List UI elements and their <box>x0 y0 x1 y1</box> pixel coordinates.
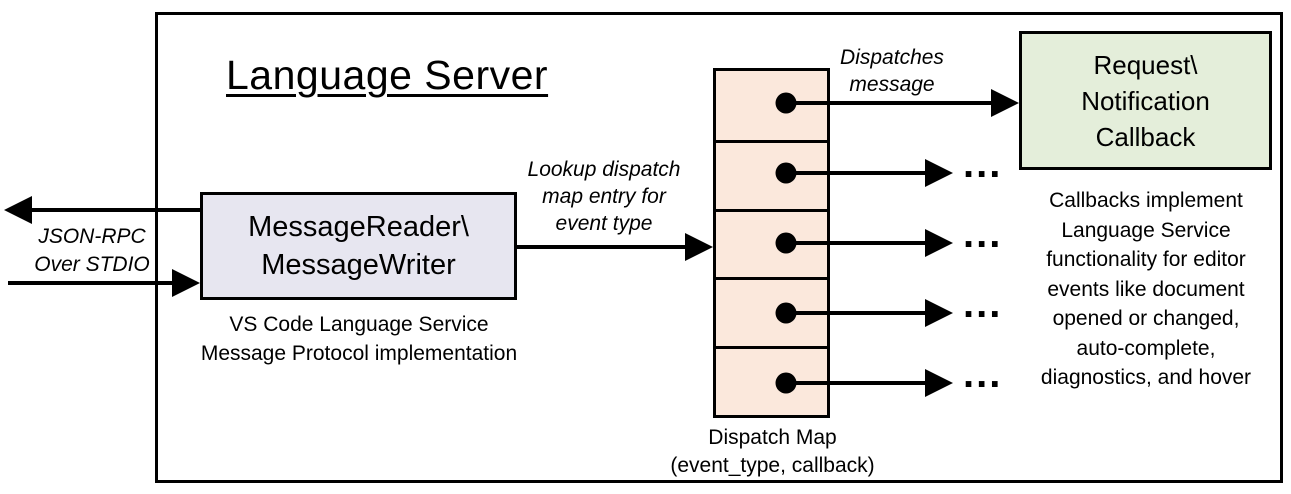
dispatch-cell <box>716 208 827 278</box>
lookup-annotation-line1: Lookup dispatch <box>527 158 681 181</box>
message-reader-label: MessageReader\ <box>248 211 469 243</box>
dispatches-annotation: Dispatches message <box>818 44 966 98</box>
message-writer-label: MessageWriter <box>261 249 456 281</box>
dispatch-map-caption-line1: Dispatch Map <box>708 426 837 449</box>
stdio-annotation-line2: Over STDIO <box>34 253 150 276</box>
dispatch-cell <box>716 71 827 140</box>
lookup-annotation-line3: event type <box>555 212 653 235</box>
callback-note-line: diagnostics, and hover <box>1040 366 1252 389</box>
message-rw-caption: VS Code Language Service Message Protoco… <box>178 310 540 368</box>
callback-note-line: Language Service <box>1061 218 1231 242</box>
dispatch-cell <box>716 346 827 415</box>
dispatch-map-caption-line2: (event_type, callback) <box>670 454 875 477</box>
dispatch-map-caption: Dispatch Map (event_type, callback) <box>650 424 895 480</box>
stdio-annotation-line1: JSON-RPC <box>38 225 146 248</box>
callback-note-line: opened or changed, <box>1052 307 1240 330</box>
callback-box-line2: Notification <box>1081 85 1210 116</box>
lookup-annotation-line2: map entry for <box>542 185 666 208</box>
diagram-title: Language Server <box>226 52 549 98</box>
dispatches-annotation-line1: Dispatches <box>840 46 944 69</box>
dispatch-cell <box>716 139 827 209</box>
dispatches-annotation-line2: message <box>849 73 935 96</box>
lookup-annotation: Lookup dispatch map entry for event type <box>508 156 700 237</box>
callback-note-line: events like document <box>1047 277 1245 301</box>
stdio-annotation: JSON-RPC Over STDIO <box>12 223 172 279</box>
request-notification-callback-box: Request\ Notification Callback <box>1019 31 1272 170</box>
callback-note: Callbacks implement Language Service fun… <box>1017 186 1275 393</box>
callback-box-line3: Callback <box>1095 121 1196 152</box>
message-rw-caption-line1: VS Code Language Service <box>229 313 489 336</box>
callback-note-line: auto-complete, <box>1076 336 1216 360</box>
callback-box-line1: Request\ <box>1093 49 1198 80</box>
dispatch-map-table <box>713 68 830 418</box>
message-rw-caption-line2: Message Protocol implementation <box>200 342 518 365</box>
callback-note-line: Callbacks implement <box>1049 189 1243 212</box>
message-reader-writer-box: MessageReader\ MessageWriter <box>200 192 517 300</box>
dispatch-cell <box>716 277 827 346</box>
callback-note-line: functionality for editor <box>1046 248 1246 271</box>
language-server-box <box>155 12 1283 483</box>
